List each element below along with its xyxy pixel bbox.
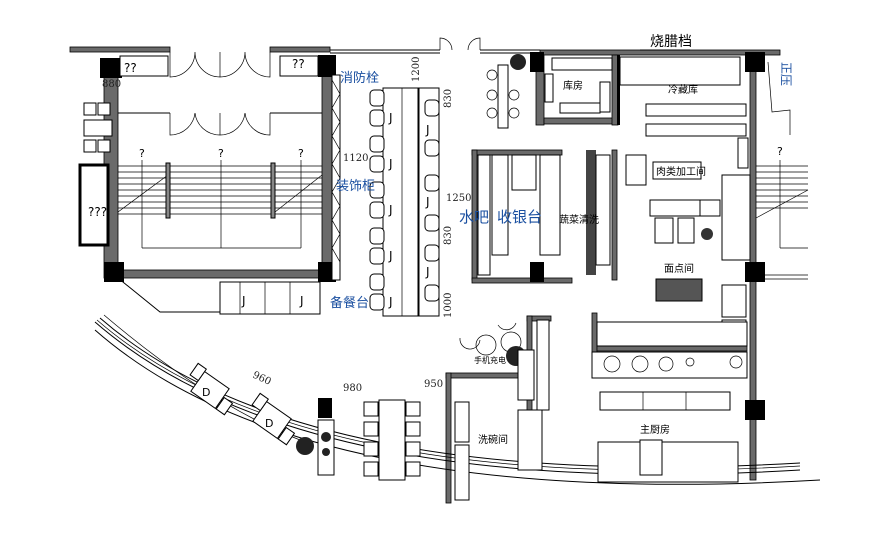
label-hydrant: 消防栓 bbox=[340, 70, 379, 86]
label-pastry-room: 面点间 bbox=[664, 262, 694, 275]
table-mark: J bbox=[388, 203, 393, 217]
label-phone-charging: 手机充电 bbox=[474, 355, 506, 365]
label-cold-storage: 冷藏库 bbox=[668, 83, 698, 96]
label-unknown: ?? bbox=[124, 61, 137, 75]
label-question: ? bbox=[218, 147, 224, 160]
label-question: ? bbox=[777, 145, 783, 158]
table-mark: J bbox=[388, 111, 393, 125]
dimension: 980 bbox=[343, 383, 362, 394]
label-unknown: ?? bbox=[292, 57, 305, 71]
label-veg-washing: 蔬菜清洗 bbox=[559, 213, 599, 226]
label-question: ? bbox=[139, 147, 145, 160]
table-mark: D bbox=[265, 417, 273, 430]
room-labels: 烧腊档 消防栓 装饰柜 备餐台 水吧 收银台 库房 冷藏库 肉类加工间 蔬菜清洗… bbox=[88, 34, 793, 446]
dimension: 950 bbox=[424, 379, 443, 390]
table-mark: J bbox=[425, 195, 430, 209]
label-serving-counter: 备餐台 bbox=[330, 295, 369, 311]
table-mark: J bbox=[388, 295, 393, 309]
dimension: 830 bbox=[443, 226, 454, 245]
label-main-kitchen: 主厨房 bbox=[640, 423, 670, 436]
dimension-labels: 1200 830 1120 1250 830 1000 960 980 950 … bbox=[102, 57, 471, 394]
dimension: 830 bbox=[443, 89, 454, 108]
table-mark: J bbox=[425, 123, 430, 137]
table-mark: J bbox=[241, 294, 246, 308]
table-mark: J bbox=[299, 294, 304, 308]
dimension: 880 bbox=[102, 79, 121, 90]
table-mark: J bbox=[388, 157, 393, 171]
dimension: 1200 bbox=[411, 57, 422, 82]
label-question: ? bbox=[298, 147, 304, 160]
table-mark: D bbox=[202, 386, 210, 399]
dimension: 960 bbox=[251, 370, 273, 388]
booth-seating: J J J J J J J J J J bbox=[241, 37, 526, 317]
label-unknown: ??? bbox=[88, 205, 107, 219]
label-roast-stall: 烧腊档 bbox=[650, 34, 692, 50]
label-water-bar: 水吧 bbox=[459, 208, 489, 226]
label-storeroom: 库房 bbox=[563, 79, 583, 92]
kitchen-equipment: D D bbox=[189, 55, 809, 501]
dimension: 1000 bbox=[443, 293, 454, 318]
label-meat-processing: 肉类加工间 bbox=[656, 165, 706, 178]
label-decor-cabinet: 装饰柜 bbox=[336, 179, 375, 194]
label-positive-pressure: 正压 bbox=[779, 62, 793, 86]
dimension: 1120 bbox=[343, 153, 368, 164]
stair-hall bbox=[78, 51, 323, 315]
decor-cabinet bbox=[331, 74, 341, 281]
dimension: 1250 bbox=[446, 193, 471, 204]
table-mark: J bbox=[425, 265, 430, 279]
table-mark: J bbox=[388, 249, 393, 263]
label-dishwashing: 洗碗间 bbox=[478, 433, 508, 446]
label-cashier: 收银台 bbox=[497, 208, 542, 226]
